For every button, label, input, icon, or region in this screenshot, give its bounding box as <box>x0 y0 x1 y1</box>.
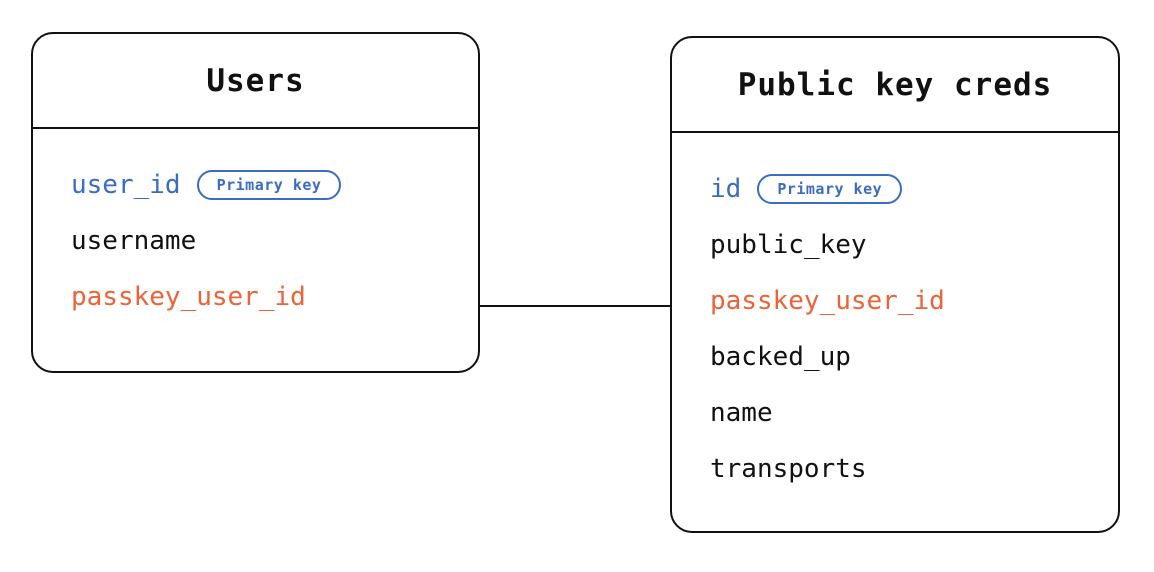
field-name-user-id: user_id <box>71 170 181 200</box>
primary-key-badge: Primary key <box>757 174 903 204</box>
primary-key-badge: Primary key <box>196 170 342 200</box>
field-row[interactable]: username <box>33 213 478 269</box>
field-name-name: name <box>710 398 773 428</box>
entity-field-list-public-key-creds: id Primary key public_key passkey_user_i… <box>672 133 1118 497</box>
field-row[interactable]: backed_up <box>672 329 1118 385</box>
entity-header-public-key-creds: Public key creds <box>672 38 1118 133</box>
relationship-connector-passkey-user-id <box>480 305 670 307</box>
entity-title-users: Users <box>206 62 305 99</box>
entity-header-users: Users <box>33 34 478 129</box>
field-row[interactable]: passkey_user_id <box>33 269 478 325</box>
field-row[interactable]: user_id Primary key <box>33 157 478 213</box>
entity-table-users[interactable]: Users user_id Primary key username passk… <box>31 32 480 373</box>
entity-table-public-key-creds[interactable]: Public key creds id Primary key public_k… <box>670 36 1120 533</box>
field-name-transports: transports <box>710 454 867 484</box>
field-row[interactable]: id Primary key <box>672 161 1118 217</box>
field-name-username: username <box>71 226 197 256</box>
field-name-backed-up: backed_up <box>710 342 851 372</box>
field-name-id: id <box>710 174 742 204</box>
field-name-public-key: public_key <box>710 230 867 260</box>
field-row[interactable]: name <box>672 385 1118 441</box>
field-row[interactable]: passkey_user_id <box>672 273 1118 329</box>
entity-field-list-users: user_id Primary key username passkey_use… <box>33 129 478 325</box>
field-name-passkey-user-id: passkey_user_id <box>710 286 945 316</box>
field-row[interactable]: public_key <box>672 217 1118 273</box>
field-row[interactable]: transports <box>672 441 1118 497</box>
entity-title-public-key-creds: Public key creds <box>737 66 1053 103</box>
field-name-passkey-user-id: passkey_user_id <box>71 282 306 312</box>
